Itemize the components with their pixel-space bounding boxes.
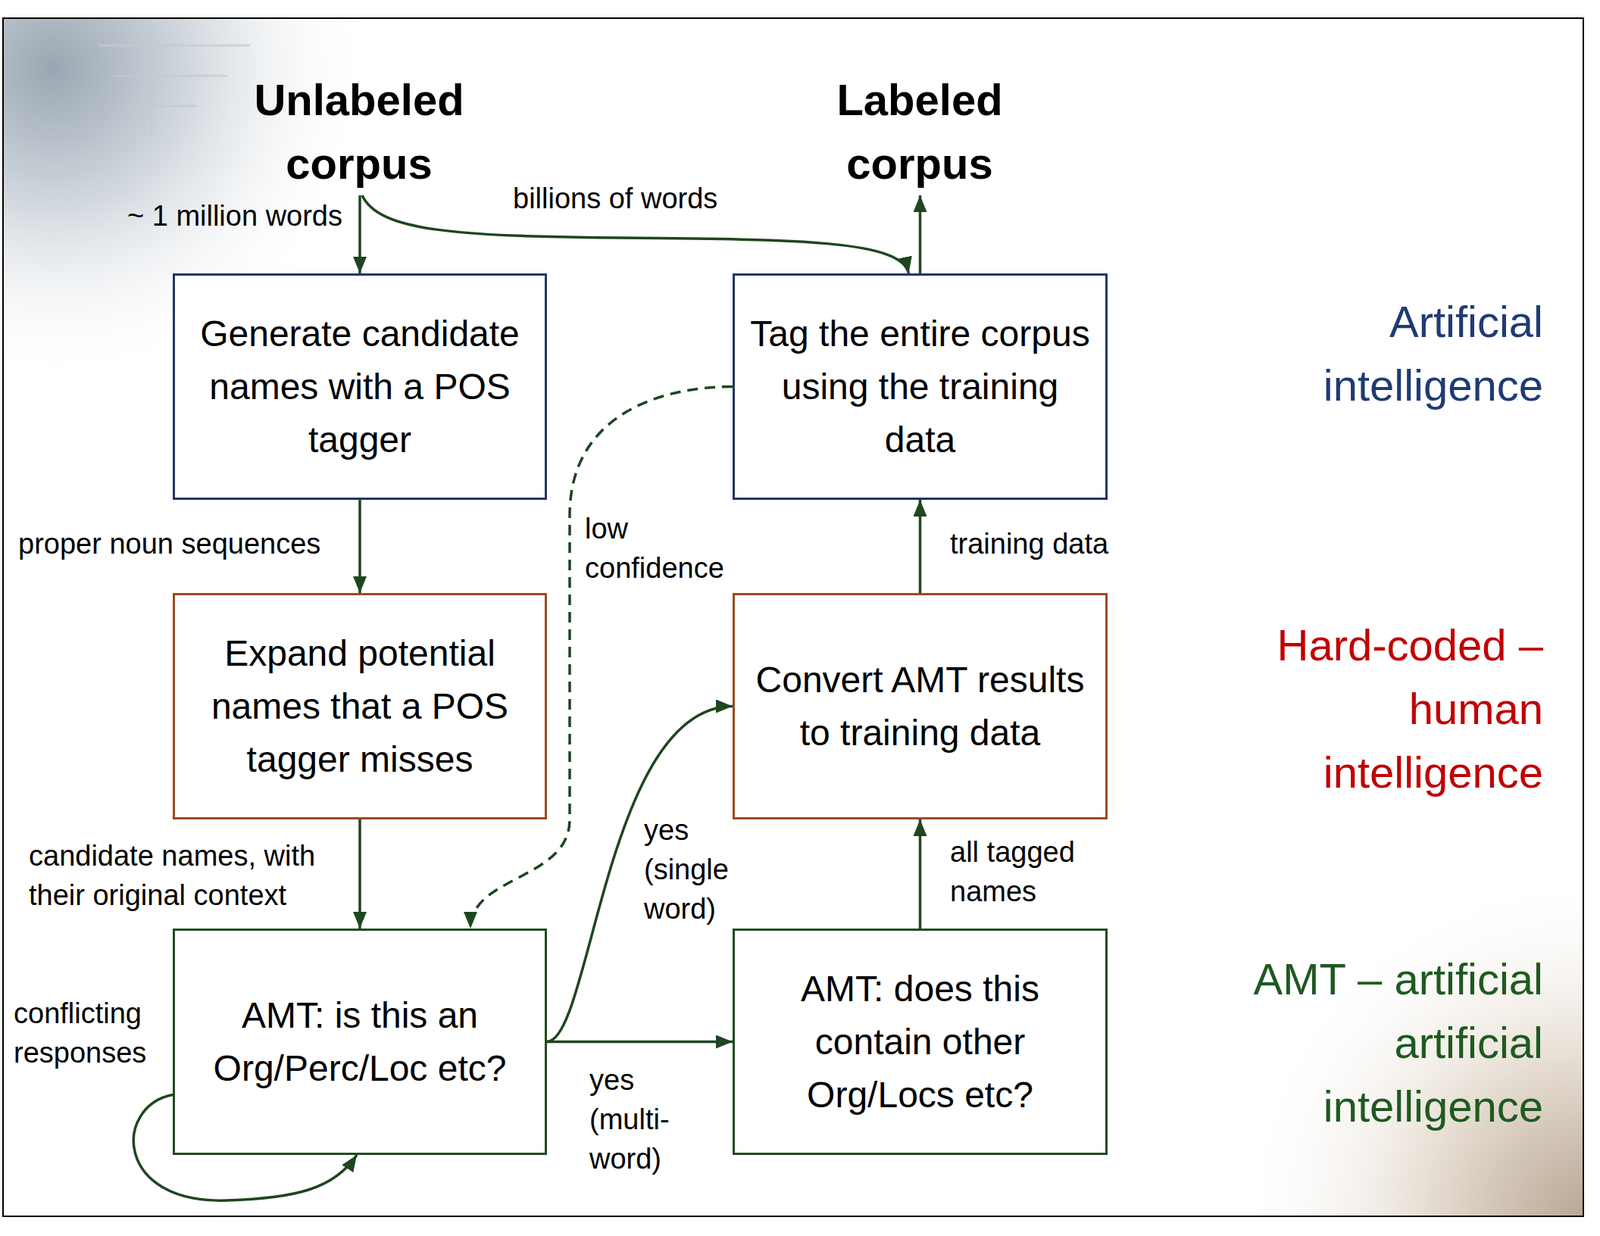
corpus-heading: Unlabeled corpus	[215, 68, 504, 196]
edge-label: low confidence	[581, 512, 728, 585]
box-text: AMT: is this an Org/Perc/Loc etc?	[190, 989, 530, 1096]
edge-label-holder: yes (multi-word)	[586, 1060, 700, 1179]
edge-label: candidate names, with their original con…	[25, 840, 319, 912]
ai-process-box: Tag the entire corpus using the training…	[732, 273, 1108, 500]
head-illustration	[3, 18, 1584, 1217]
edge-label: billions of words	[509, 182, 721, 215]
arrow-connector	[358, 819, 362, 929]
edge-label-holder: training data	[946, 524, 1175, 564]
slide-border	[3, 18, 1584, 1217]
arrow-connector	[918, 500, 922, 594]
heading-text: Unlabeled corpus	[215, 68, 504, 196]
tier-label: Hard-coded – human intelligence	[1194, 613, 1544, 805]
arrow-connector	[546, 706, 733, 1043]
edge-label: conflicting responses	[10, 997, 150, 1069]
crowd-photo	[3, 18, 1584, 1217]
edge-label: yes (single word)	[640, 814, 732, 925]
edge-label: ~ 1 million words	[124, 200, 346, 232]
edge-label: training data	[946, 528, 1112, 560]
arrow-connector	[358, 195, 362, 274]
edge-label-holder: conflicting responses	[10, 993, 166, 1073]
arrow-connector	[918, 195, 922, 274]
edge-label-holder: proper noun sequences	[15, 524, 349, 564]
box-text: Tag the entire corpus using the training…	[750, 307, 1091, 467]
hardcoded-process-box: Convert AMT results to training data	[732, 593, 1108, 820]
amt-process-box: AMT: does this contain other Org/Locs et…	[732, 928, 1108, 1156]
tier-label: AMT – artificial artificial intelligence	[1194, 947, 1544, 1139]
corpus-heading: Labeled corpus	[775, 68, 1064, 196]
box-text: Expand potential names that a POS tagger…	[190, 627, 530, 787]
edge-label-holder: all tagged names	[946, 832, 1137, 912]
ai-process-box: Generate candidate names with a POS tagg…	[172, 273, 547, 500]
box-text: Generate candidate names with a POS tagg…	[190, 307, 530, 467]
edge-label-holder: ~ 1 million words	[121, 196, 346, 236]
edge-label-holder: yes (single word)	[640, 810, 735, 929]
edge-label-holder: low confidence	[581, 509, 730, 588]
edge-label: all tagged names	[946, 836, 1079, 908]
heading-text: Labeled corpus	[775, 68, 1064, 196]
box-text: Convert AMT results to training data	[750, 653, 1091, 760]
edge-label-holder: billions of words	[509, 178, 738, 219]
arrow-connector	[546, 1040, 733, 1044]
edge-label-holder: candidate names, with their original con…	[25, 836, 347, 916]
edge-label: yes (multi-word)	[586, 1064, 673, 1175]
arrow-connector	[358, 500, 362, 594]
amt-process-box: AMT: is this an Org/Perc/Loc etc?	[172, 928, 547, 1156]
hardcoded-process-box: Expand potential names that a POS tagger…	[172, 593, 547, 820]
box-text: AMT: does this contain other Org/Locs et…	[750, 962, 1091, 1122]
tier-label: Artificial intelligence	[1194, 290, 1544, 418]
arrow-connector	[918, 819, 922, 929]
edge-label: proper noun sequences	[15, 528, 324, 560]
circuit-lines	[98, 30, 250, 137]
